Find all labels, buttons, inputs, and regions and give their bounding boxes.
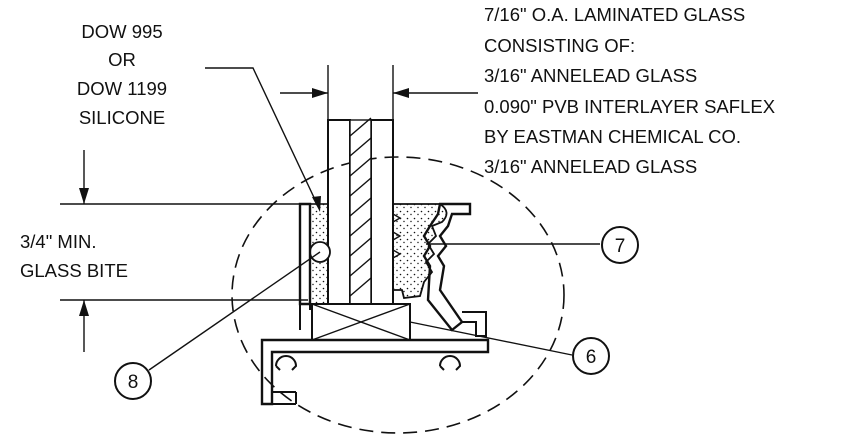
frame-stop — [422, 202, 472, 332]
screw-spline-left — [275, 355, 298, 371]
sill-extrusion — [260, 338, 490, 406]
glass-spec-line-6: 3/16" ANNELEAD GLASS — [484, 156, 697, 177]
setting-block — [311, 303, 411, 341]
screw-spline-right — [439, 355, 462, 371]
sealant-note-line-1: DOW 995 — [81, 21, 162, 42]
callout-7: 7 — [426, 226, 639, 264]
glass-spec-line-4: 0.090" PVB INTERLAYER SAFLEX — [484, 96, 775, 117]
sealant-leader — [205, 67, 321, 212]
callout-8: 8 — [114, 251, 321, 400]
detail-circle — [231, 156, 565, 434]
callout-6: 6 — [409, 321, 610, 375]
glass-bite-line-2: GLASS BITE — [20, 260, 128, 281]
callout-7-label: 7 — [615, 236, 626, 257]
sealant-note: DOW 995 OR DOW 1199 SILICONE — [77, 21, 167, 128]
frame-left-leg — [298, 202, 312, 306]
frame-stop-flange — [462, 311, 487, 337]
glass-spec-line-2: CONSISTING OF: — [484, 35, 635, 56]
glass-bite-line-1: 3/4" MIN. — [20, 231, 96, 252]
glass-spec-note: 7/16" O.A. LAMINATED GLASS CONSISTING OF… — [484, 4, 775, 177]
glass-spec-line-3: 3/16" ANNELEAD GLASS — [484, 65, 697, 86]
glass-bite-dimension — [60, 150, 308, 352]
outer-glass-lite — [327, 119, 351, 305]
glass-bite-note: 3/4" MIN. GLASS BITE — [20, 231, 128, 281]
gasket-serrations — [392, 213, 402, 259]
glass-spec-line-5: BY EASTMAN CHEMICAL CO. — [484, 126, 741, 147]
sealant-note-line-2: OR — [108, 49, 136, 70]
inner-glass-lite — [370, 119, 394, 305]
callout-8-label: 8 — [128, 372, 139, 393]
glass-spec-line-1: 7/16" O.A. LAMINATED GLASS — [484, 4, 745, 25]
wedge-gasket — [392, 203, 448, 299]
sealant-note-line-3: DOW 1199 — [77, 78, 167, 99]
sealant-note-line-4: SILICONE — [79, 107, 165, 128]
laminated-glass — [327, 117, 394, 305]
callout-6-label: 6 — [586, 347, 597, 368]
